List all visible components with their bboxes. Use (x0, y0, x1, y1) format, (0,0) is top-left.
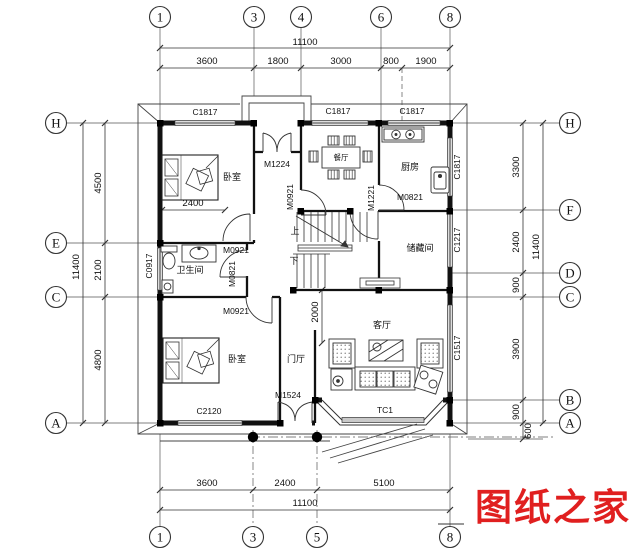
room-label-dining: 餐厅 (334, 153, 349, 162)
dim-top-seg: 1800 (267, 56, 288, 67)
dim-right-seg: 900 (511, 277, 522, 293)
room-label-living: 客厅 (373, 319, 391, 330)
room-label-bedroom2: 卧室 (228, 353, 246, 364)
windows (157, 120, 453, 426)
window-label: C1817 (192, 107, 217, 117)
axis-label: 8 (447, 530, 454, 545)
bathroom-fixtures (160, 244, 217, 294)
room-label-bathroom: 卫生间 (176, 264, 203, 275)
axis-label: E (52, 236, 60, 251)
entry-steps (321, 423, 434, 464)
dimension-lines (79, 44, 547, 514)
kitchen-fixtures (381, 126, 450, 194)
bay-window (317, 399, 448, 426)
axis-label: H (51, 116, 60, 131)
axis-label: C (52, 290, 61, 305)
axis-label: 3 (251, 10, 258, 25)
dim-bottom-seg: 5100 (373, 478, 394, 489)
dim-left-seg: 4800 (93, 349, 104, 370)
window-label: C1817 (325, 106, 350, 116)
columns (157, 120, 453, 443)
dim-right-seg: 2400 (511, 231, 522, 252)
doors (219, 132, 405, 423)
axis-label: 1 (157, 530, 164, 545)
window-label: C0917 (144, 253, 154, 278)
door-label: M1224 (264, 159, 290, 169)
dim-left-seg: 4500 (93, 172, 104, 193)
window-label: C1817 (399, 106, 424, 116)
dim-foyer-depth: 2000 (310, 301, 321, 322)
dim-bottom-seg: 3600 (196, 478, 217, 489)
dim-right-seg: 3300 (511, 156, 522, 177)
dim-right-seg: 600 (523, 423, 534, 439)
dim-top-total: 11100 (292, 37, 317, 48)
opening-labels: C1817 C1817 C1817 C1817 C1217 C1517 C091… (144, 106, 462, 416)
window-label: C2120 (196, 406, 221, 416)
axis-label: B (566, 393, 575, 408)
dim-bottom-total: 11100 (292, 498, 317, 509)
room-label-bedroom1: 卧室 (223, 171, 241, 182)
dim-top-seg: 1900 (415, 56, 436, 67)
dim-left-seg: 2100 (93, 259, 104, 280)
axis-lines (56, 27, 570, 527)
dim-right-seg: 3900 (511, 338, 522, 359)
dining-set (308, 135, 373, 180)
axis-label: 4 (298, 10, 305, 25)
axis-label: A (51, 416, 61, 431)
axis-label: 6 (378, 10, 385, 25)
staircase (293, 212, 401, 289)
room-labels: 卧室 餐厅 厨房 卫生间 储藏间 卧室 门厅 客厅 上 下 (176, 153, 433, 364)
dim-right-seg: 900 (511, 404, 522, 420)
room-label-kitchen: 厨房 (401, 161, 419, 172)
axis-label: 3 (250, 530, 257, 545)
eaves-outline (137, 95, 468, 442)
axis-label: A (565, 416, 575, 431)
window-label: C1817 (452, 154, 462, 179)
bed-bedroom2 (162, 337, 220, 384)
dim-bed-width: 2400 (182, 198, 203, 209)
axis-label: C (566, 290, 575, 305)
door-label: M1221 (366, 185, 376, 211)
door-label: M0921 (223, 306, 249, 316)
door-label: M0821 (397, 192, 423, 202)
dim-left-total: 11400 (71, 254, 82, 280)
window-label: C1217 (452, 227, 462, 252)
axis-label: D (565, 266, 574, 281)
room-label-storage: 储藏间 (406, 242, 433, 253)
stair-up-label: 上 (290, 226, 299, 236)
bay-window-label: TC1 (377, 405, 393, 415)
axis-label: H (565, 116, 574, 131)
dimension-texts: 11100 3600 1800 3000 800 1900 3600 2400 … (71, 37, 542, 509)
axis-bubble-labels: 1 3 4 6 8 1 3 5 8 H E C A H F D C B A (51, 10, 575, 545)
dim-right-total: 11400 (531, 234, 542, 260)
window-label: C1517 (452, 335, 462, 360)
interior-walls (160, 123, 450, 423)
bed-bedroom1 (161, 154, 219, 201)
stair-down-label: 下 (289, 256, 298, 266)
dim-top-seg: 3000 (330, 56, 351, 67)
door-label: M0921 (223, 245, 249, 255)
axis-label: 8 (447, 10, 454, 25)
door-label: M0921 (285, 184, 295, 210)
door-label: M0821 (227, 261, 237, 287)
axis-label: 5 (314, 530, 321, 545)
dim-top-seg: 3600 (196, 56, 217, 67)
watermark-logo: 图纸之家 (475, 487, 631, 528)
room-label-foyer: 门厅 (287, 353, 305, 364)
dim-top-seg: 800 (383, 56, 399, 67)
axis-label: F (566, 203, 573, 218)
axis-label: 1 (157, 10, 164, 25)
axis-bubbles (44, 5, 582, 549)
living-room-furniture (328, 338, 444, 395)
door-label: M1524 (275, 390, 301, 400)
dim-bottom-seg: 2400 (274, 478, 295, 489)
